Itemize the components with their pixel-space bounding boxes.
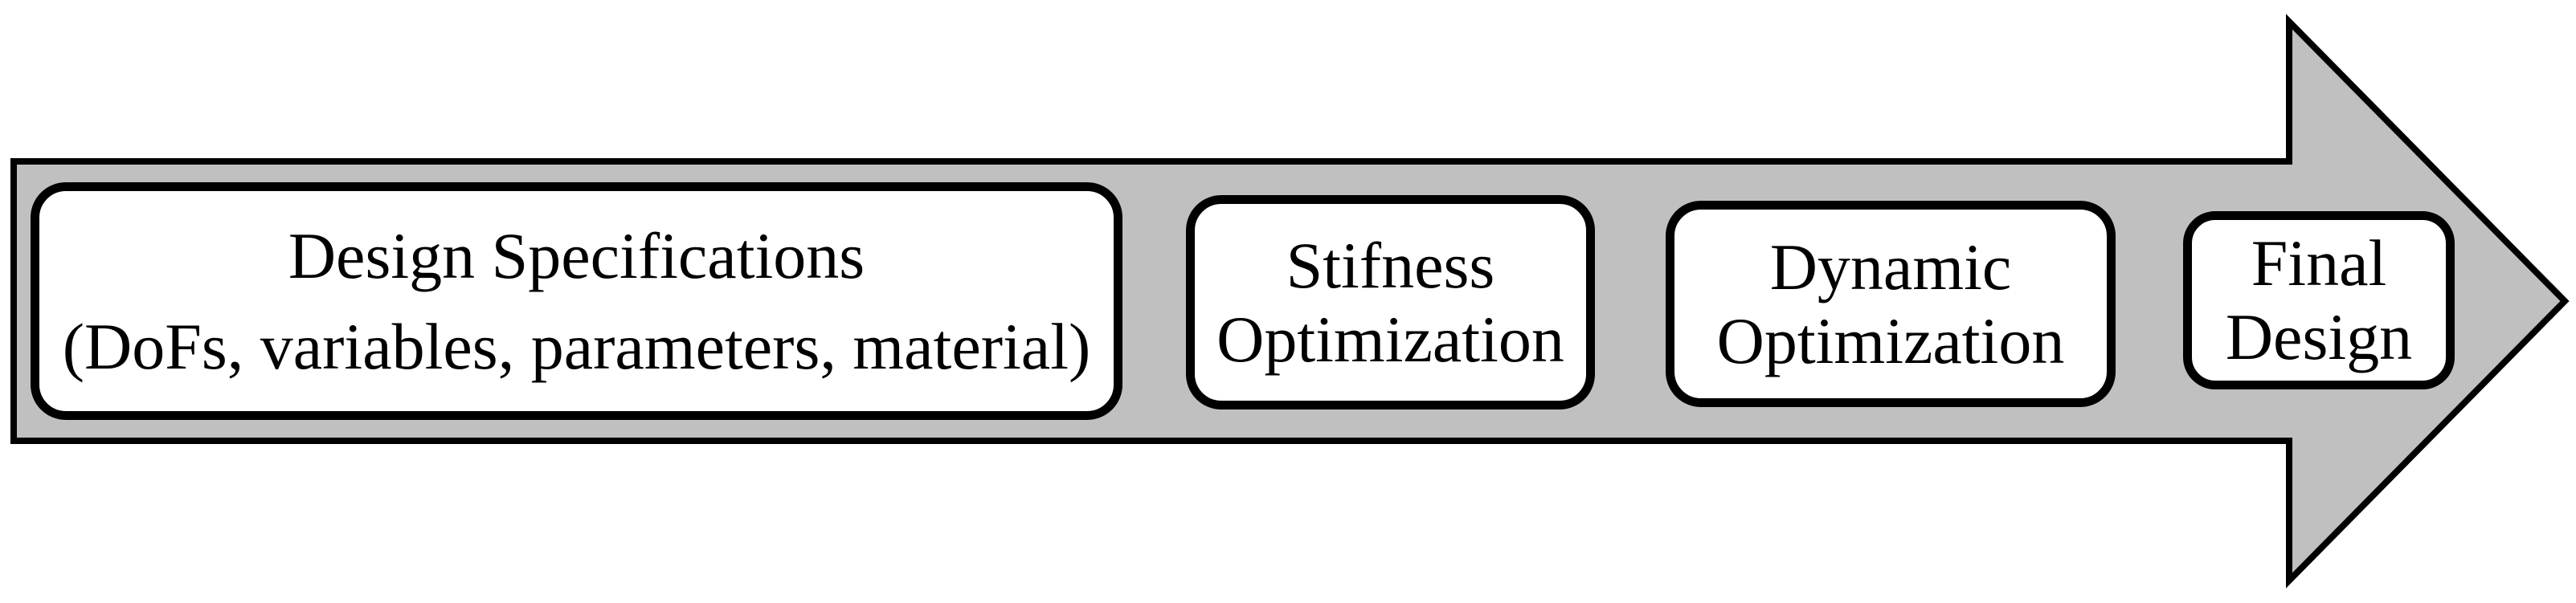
step-box-final-design: Final Design: [2183, 211, 2455, 389]
step-label-line1: Dynamic: [1769, 230, 2012, 304]
step-label-line2: Design: [2225, 300, 2413, 373]
step-label-line1: Stifness: [1286, 228, 1495, 302]
step-label-line1: Design Specifications: [288, 218, 865, 292]
step-label-line1: Final: [2251, 226, 2387, 300]
step-label-line2: Optimization: [1716, 304, 2065, 377]
step-box-dynamic-optimization: Dynamic Optimization: [1666, 201, 2116, 407]
step-box-stifness-optimization: Stifness Optimization: [1186, 195, 1595, 409]
step-label-line2: (DoFs, variables, parameters, material): [62, 310, 1091, 383]
step-box-design-specifications: Design Specifications (DoFs, variables, …: [31, 182, 1122, 420]
step-label-line2: Optimization: [1216, 302, 1564, 376]
